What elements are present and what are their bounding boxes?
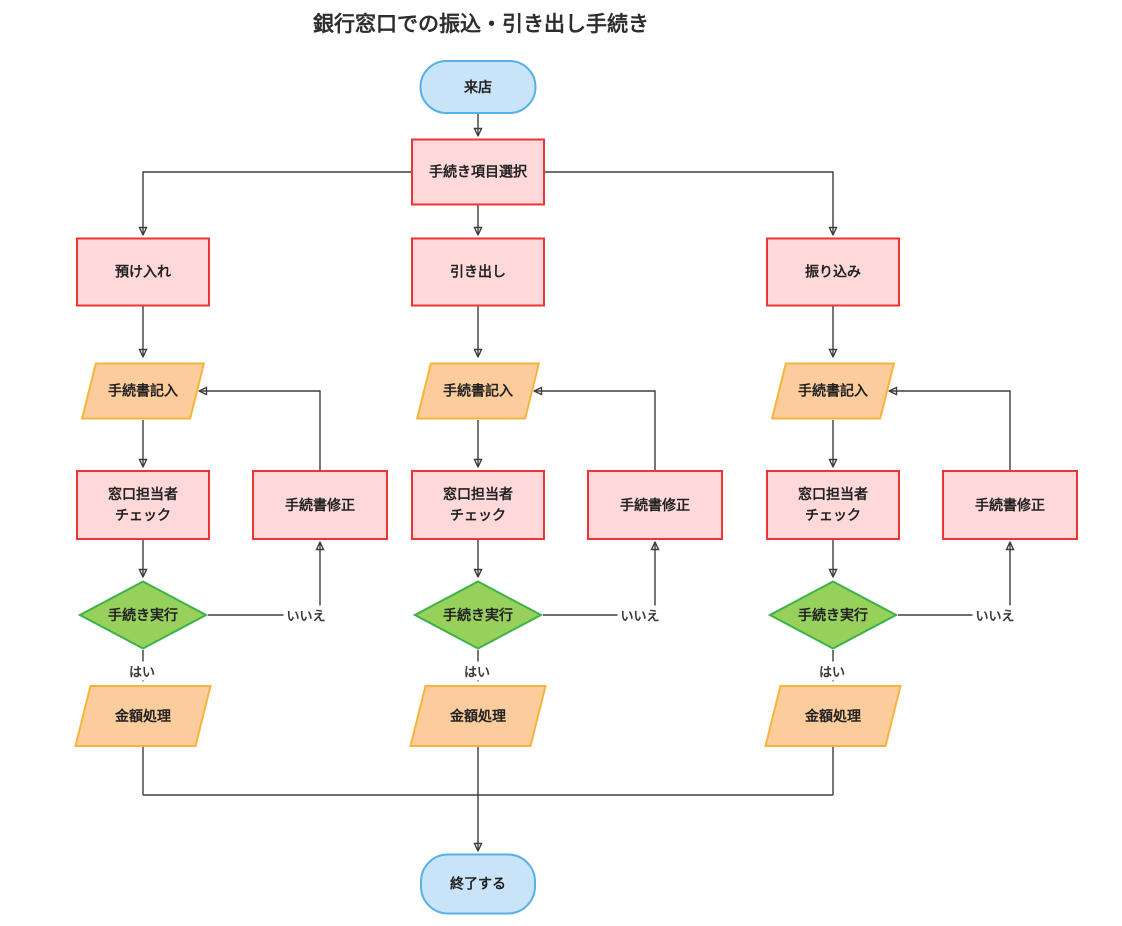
node-option-label: 引き出し	[450, 263, 506, 280]
edge-decision-no-to-fix	[898, 543, 1010, 616]
node-option-label: 預け入れ	[115, 263, 171, 280]
node-staffcheck-deposit[interactable]: 窓口担当者 チェック	[76, 470, 210, 540]
diamond-shape	[768, 580, 898, 650]
node-staffcheck-label: 窓口担当者 チェック	[443, 486, 513, 523]
node-formfill-transfer[interactable]: 手続書記入	[770, 362, 896, 420]
edge-label-no: いいえ	[283, 605, 329, 625]
node-select-label: 手続き項目選択	[429, 163, 527, 180]
node-decision-label: 手続き実行	[798, 606, 868, 623]
node-staffcheck-label: 窓口担当者 チェック	[108, 486, 178, 523]
node-amount-label: 金額処理	[115, 707, 171, 724]
edge-decision-no-to-fix	[543, 543, 655, 616]
diagram-title: 銀行窓口での振込・引き出し手続き	[313, 13, 649, 36]
node-fix-withdraw[interactable]: 手続書修正	[587, 470, 723, 540]
edge-fix-to-formfill	[200, 391, 321, 472]
node-option-transfer[interactable]: 振り込み	[766, 237, 900, 307]
node-formfill-label: 手続書記入	[798, 382, 868, 399]
edge-label-yes: はい	[460, 661, 494, 681]
node-end[interactable]: 終了する	[420, 853, 536, 915]
node-amount-deposit[interactable]: 金額処理	[74, 685, 212, 747]
node-fix-label: 手続書修正	[975, 496, 1045, 513]
node-fix-transfer[interactable]: 手続書修正	[942, 470, 1078, 540]
diamond-shape	[78, 580, 208, 650]
node-decision-label: 手続き実行	[108, 606, 178, 623]
node-staffcheck-withdraw[interactable]: 窓口担当者 チェック	[411, 470, 545, 540]
node-fix-label: 手続書修正	[620, 496, 690, 513]
node-option-withdraw[interactable]: 引き出し	[411, 237, 545, 307]
edge-label-no: いいえ	[972, 605, 1018, 625]
node-amount-label: 金額処理	[805, 707, 861, 724]
node-staffcheck-label: 窓口担当者 チェック	[798, 486, 868, 523]
edge-label-yes: はい	[815, 661, 849, 681]
node-option-deposit[interactable]: 預け入れ	[76, 237, 210, 307]
node-staffcheck-transfer[interactable]: 窓口担当者 チェック	[766, 470, 900, 540]
edge-select-to-transfer	[543, 171, 833, 234]
node-formfill-label: 手続書記入	[443, 382, 513, 399]
node-amount-transfer[interactable]: 金額処理	[764, 685, 902, 747]
edge-label-yes: はい	[125, 661, 159, 681]
edge-decision-no-to-fix	[208, 543, 320, 616]
node-decision-withdraw[interactable]: 手続き実行	[413, 580, 543, 650]
node-fix-deposit[interactable]: 手続書修正	[252, 470, 388, 540]
diamond-shape	[413, 580, 543, 650]
edge-fix-to-formfill	[535, 391, 656, 472]
node-formfill-label: 手続書記入	[108, 382, 178, 399]
node-formfill-deposit[interactable]: 手続書記入	[80, 362, 206, 420]
edge-label-no: いいえ	[617, 605, 663, 625]
node-end-label: 終了する	[450, 875, 506, 892]
node-start[interactable]: 来店	[419, 60, 537, 114]
node-select-procedure[interactable]: 手続き項目選択	[411, 138, 545, 206]
node-amount-label: 金額処理	[450, 707, 506, 724]
node-amount-withdraw[interactable]: 金額処理	[409, 685, 547, 747]
node-formfill-withdraw[interactable]: 手続書記入	[415, 362, 541, 420]
node-start-label: 来店	[464, 78, 492, 95]
node-fix-label: 手続書修正	[285, 496, 355, 513]
node-decision-label: 手続き実行	[443, 606, 513, 623]
node-decision-deposit[interactable]: 手続き実行	[78, 580, 208, 650]
edge-select-to-deposit	[143, 171, 413, 234]
node-option-label: 振り込み	[805, 263, 861, 280]
edge-fix-to-formfill	[890, 391, 1011, 472]
node-decision-transfer[interactable]: 手続き実行	[768, 580, 898, 650]
